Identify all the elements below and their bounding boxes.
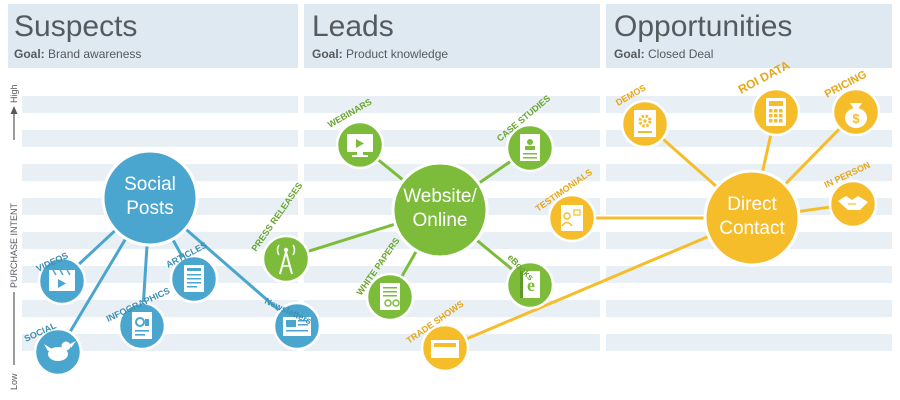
background-stripes — [22, 96, 892, 351]
hub-direct-line1: Direct — [727, 194, 777, 215]
stripe — [22, 96, 298, 113]
stripe — [304, 96, 600, 113]
calculator-key — [779, 114, 783, 118]
suspects-header — [8, 4, 298, 68]
stripe — [606, 334, 892, 351]
stripe — [606, 96, 892, 113]
opportunities-goal: Goal: Closed Deal — [614, 47, 713, 61]
opportunities-header — [606, 4, 892, 68]
hub-website-online: Website/ Online — [391, 161, 489, 259]
hub-website-line1: Website/ — [403, 186, 477, 207]
white-paper-icon — [380, 283, 400, 310]
opportunities-title: Opportunities — [614, 10, 792, 43]
node-ebooks: e eBooks — [506, 252, 555, 310]
calculator-key — [769, 114, 773, 118]
calculator-key — [774, 119, 778, 123]
purchase-intent-axis: High PURCHASE INTENT Low — [9, 84, 19, 390]
axis-low-label: Low — [9, 373, 19, 390]
node-social: SOCIAL — [23, 320, 83, 377]
hub-social-line2: Posts — [126, 198, 174, 219]
calculator-key — [779, 109, 783, 113]
stripe — [304, 266, 600, 283]
stripe — [606, 130, 892, 147]
stripe — [22, 334, 298, 351]
calculator-key — [769, 119, 773, 123]
stripe — [22, 266, 298, 283]
testimonial-icon — [561, 205, 583, 231]
calculator-key — [769, 109, 773, 113]
stripe — [22, 130, 298, 147]
suspects-goal: Goal: Brand awareness — [14, 47, 141, 61]
twitter-bird-icon — [44, 341, 76, 361]
suspects-title: Suspects — [14, 10, 137, 43]
leads-header — [304, 4, 600, 68]
video-clapper-icon — [49, 269, 75, 291]
article-document-icon — [184, 265, 204, 292]
newsletter-icon — [283, 317, 311, 336]
handshake-icon — [838, 196, 868, 210]
stripe — [606, 300, 892, 317]
svg-text:e: e — [527, 275, 535, 295]
broadcast-tower-icon — [276, 244, 296, 275]
hub-social-line1: Social — [124, 174, 176, 195]
stripe — [22, 300, 298, 317]
hub-social-posts: Social Posts — [101, 149, 199, 247]
node-videos: VIDEOS — [35, 250, 87, 306]
money-bag-icon: $ — [845, 103, 867, 128]
axis-arrow-head-icon — [10, 106, 18, 114]
case-study-document-icon — [520, 134, 540, 161]
calculator-icon — [766, 98, 786, 126]
calculator-key — [774, 109, 778, 113]
svg-text:$: $ — [852, 111, 860, 126]
demo-gear-icon — [634, 110, 656, 137]
calculator-key — [779, 119, 783, 123]
hub-direct-line2: Contact — [719, 218, 785, 239]
stripe — [606, 266, 892, 283]
hub-website-line2: Online — [413, 210, 468, 231]
calculator-key — [774, 114, 778, 118]
axis-high-label: High — [9, 84, 19, 103]
axis-title: PURCHASE INTENT — [9, 202, 19, 288]
ebook-icon: e — [520, 271, 540, 298]
infographic-document-icon — [132, 312, 152, 339]
trade-show-booth-icon — [431, 340, 459, 358]
hub-direct-contact: Direct Contact — [703, 169, 801, 267]
leads-title: Leads — [312, 10, 394, 43]
leads-goal: Goal: Product knowledge — [312, 47, 448, 61]
monitor-icon — [347, 134, 373, 157]
connector-trade-shows — [443, 216, 754, 350]
